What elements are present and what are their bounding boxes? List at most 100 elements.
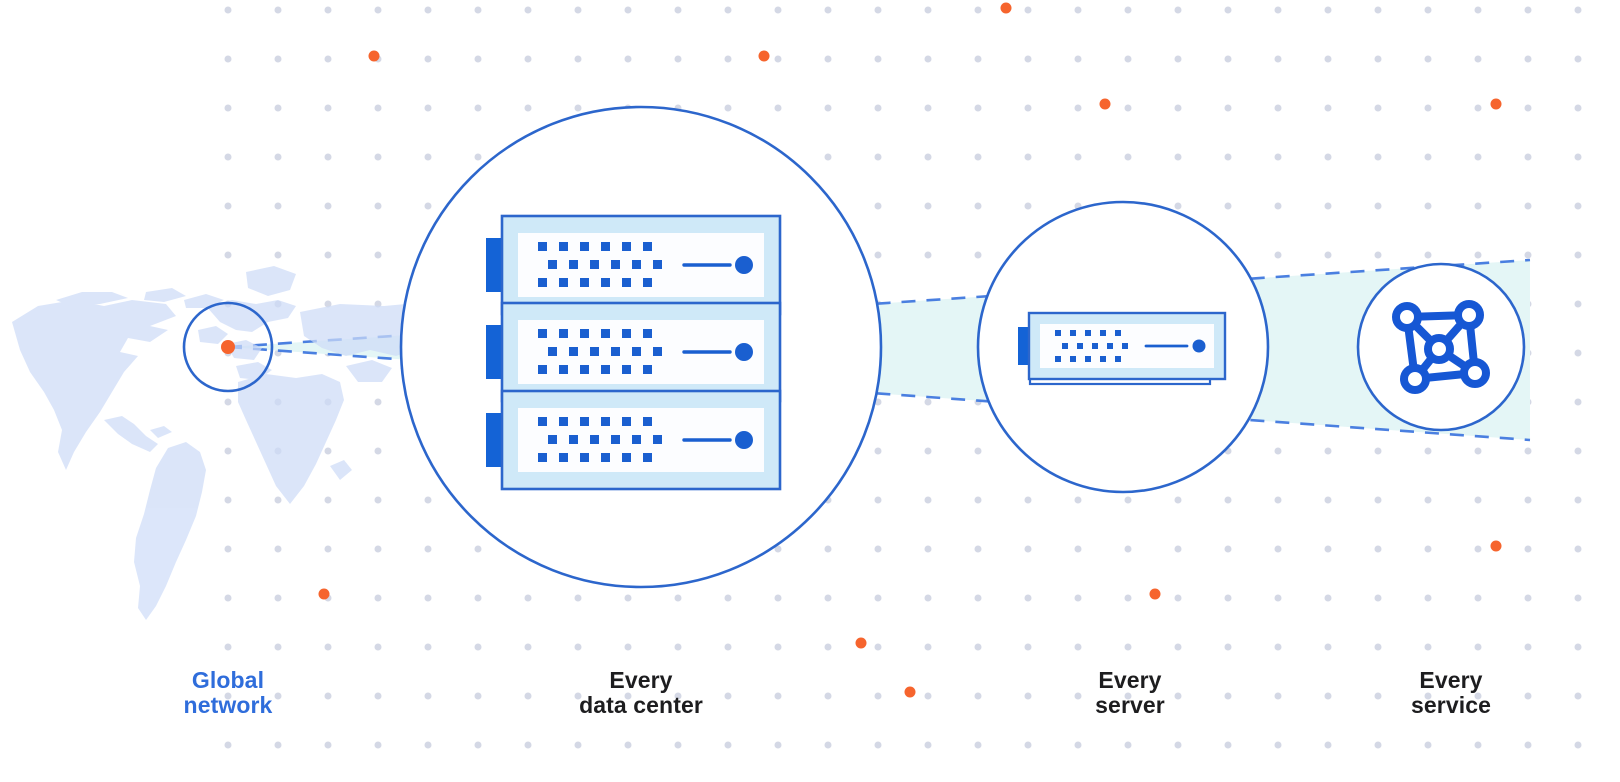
grid-dot xyxy=(1074,153,1082,161)
grid-dot xyxy=(1574,594,1582,602)
grid-dot xyxy=(924,398,932,406)
grid-dot xyxy=(1424,55,1432,63)
grid-dot xyxy=(1424,545,1432,553)
grid-dot xyxy=(674,741,682,749)
grid-dot xyxy=(974,447,982,455)
grid-dot xyxy=(274,251,282,259)
grid-dot xyxy=(224,692,232,700)
stage-circle-server xyxy=(976,200,1270,494)
grid-dot-accent xyxy=(1000,2,1012,14)
grid-dot xyxy=(424,6,432,14)
grid-dot xyxy=(1274,741,1282,749)
grid-dot xyxy=(1074,545,1082,553)
grid-dot xyxy=(1524,153,1532,161)
grid-dot xyxy=(1524,594,1532,602)
grid-dot xyxy=(1274,447,1282,455)
grid-dot xyxy=(1274,496,1282,504)
grid-dot xyxy=(774,6,782,14)
grid-dot xyxy=(524,643,532,651)
grid-dot xyxy=(1574,202,1582,210)
grid-dot xyxy=(1124,545,1132,553)
rack-unit-2 xyxy=(484,301,782,403)
grid-dot xyxy=(274,6,282,14)
grid-dot xyxy=(1524,55,1532,63)
grid-dot xyxy=(374,251,382,259)
grid-dot xyxy=(574,643,582,651)
grid-dot xyxy=(1274,153,1282,161)
grid-dot xyxy=(1224,594,1232,602)
grid-dot xyxy=(324,300,332,308)
grid-dot xyxy=(1024,202,1032,210)
stage-label-data-center: Every data center xyxy=(579,667,703,718)
grid-dot xyxy=(1324,643,1332,651)
grid-dot xyxy=(524,692,532,700)
grid-dot xyxy=(674,692,682,700)
grid-dot xyxy=(374,153,382,161)
rack-unit-1 xyxy=(484,214,782,316)
grid-dot xyxy=(1574,251,1582,259)
grid-dot xyxy=(824,153,832,161)
grid-dot xyxy=(974,202,982,210)
grid-dot xyxy=(474,741,482,749)
grid-dot xyxy=(974,55,982,63)
grid-dot xyxy=(1474,692,1482,700)
grid-dot-accent xyxy=(855,637,867,649)
grid-dot xyxy=(1074,6,1082,14)
grid-dot xyxy=(724,692,732,700)
grid-dot xyxy=(874,6,882,14)
grid-dot xyxy=(1524,741,1532,749)
grid-dot xyxy=(774,104,782,112)
grid-dot xyxy=(1074,55,1082,63)
grid-dot xyxy=(1524,104,1532,112)
grid-dot xyxy=(374,496,382,504)
grid-dot xyxy=(524,55,532,63)
grid-dot xyxy=(374,692,382,700)
stage-label-server: Every server xyxy=(1095,667,1165,718)
grid-dot xyxy=(624,692,632,700)
grid-dot xyxy=(774,594,782,602)
grid-dot xyxy=(224,251,232,259)
grid-dot xyxy=(1074,594,1082,602)
grid-dot xyxy=(324,545,332,553)
grid-dot xyxy=(1374,104,1382,112)
grid-dot xyxy=(1324,447,1332,455)
grid-dot xyxy=(1524,251,1532,259)
grid-dot xyxy=(1424,741,1432,749)
grid-dot xyxy=(424,594,432,602)
grid-dot xyxy=(1474,202,1482,210)
grid-dot xyxy=(874,447,882,455)
grid-dot xyxy=(274,153,282,161)
grid-dot xyxy=(1224,104,1232,112)
stage-label-global-network: Global network xyxy=(183,667,273,718)
grid-dot xyxy=(1324,153,1332,161)
grid-dot xyxy=(324,741,332,749)
grid-dot xyxy=(1024,741,1032,749)
rack-unit-3 xyxy=(484,389,782,491)
grid-dot xyxy=(1074,496,1082,504)
grid-dot xyxy=(1524,692,1532,700)
grid-dot xyxy=(1224,692,1232,700)
grid-dot xyxy=(1524,545,1532,553)
grid-dot xyxy=(574,55,582,63)
grid-dot xyxy=(924,202,932,210)
grid-dot xyxy=(1374,545,1382,553)
grid-dot xyxy=(1324,202,1332,210)
grid-dot xyxy=(774,545,782,553)
grid-dot-accent xyxy=(904,686,916,698)
grid-dot xyxy=(974,104,982,112)
grid-dot xyxy=(374,202,382,210)
grid-dot xyxy=(224,6,232,14)
grid-dot xyxy=(424,643,432,651)
grid-dot xyxy=(324,251,332,259)
grid-dot xyxy=(924,643,932,651)
grid-dot xyxy=(1524,447,1532,455)
grid-dot xyxy=(1474,6,1482,14)
grid-dot xyxy=(574,594,582,602)
grid-dot xyxy=(1424,202,1432,210)
grid-dot xyxy=(374,594,382,602)
grid-dot xyxy=(1124,643,1132,651)
grid-dot xyxy=(874,153,882,161)
grid-dot xyxy=(874,202,882,210)
grid-dot xyxy=(924,55,932,63)
grid-dot xyxy=(324,692,332,700)
